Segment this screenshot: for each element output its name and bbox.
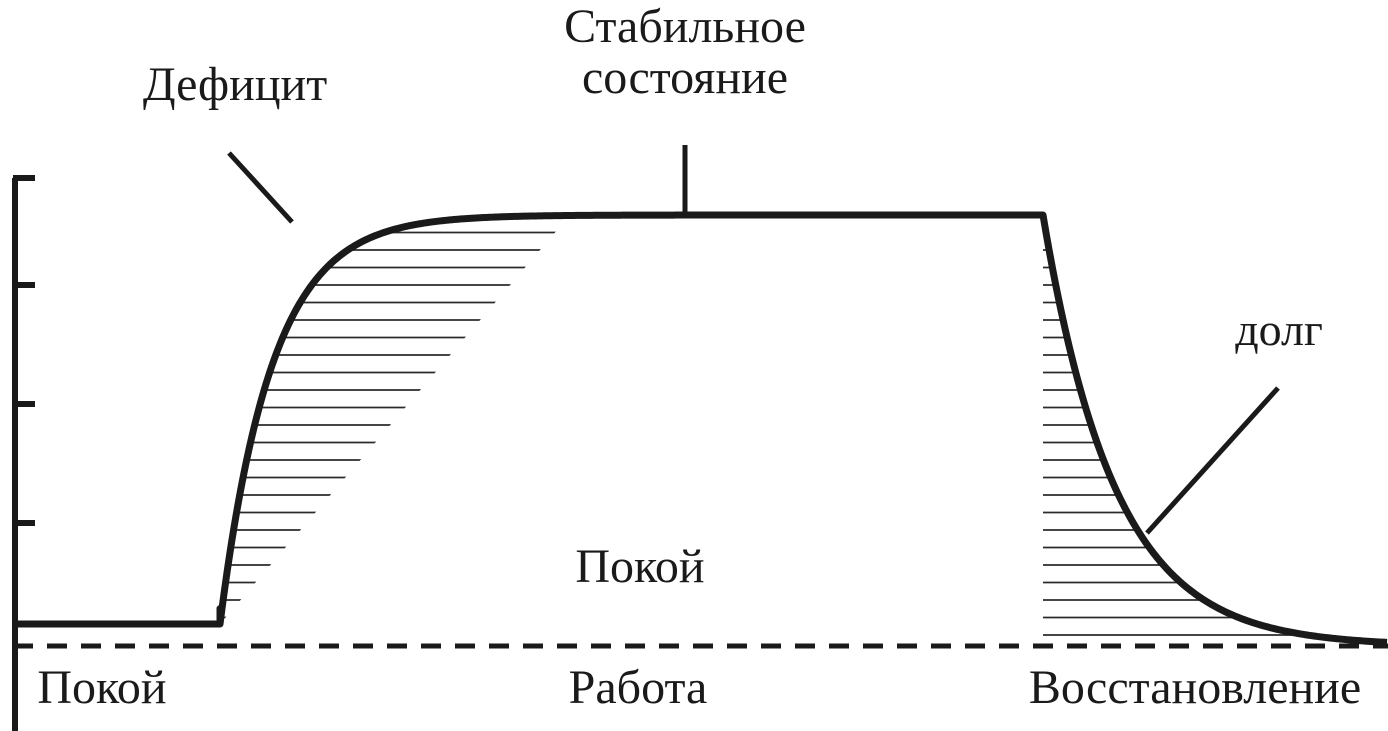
y-axis-ticks bbox=[13, 175, 35, 526]
deficit-label: Дефицит bbox=[142, 58, 328, 111]
phase-label-work: Работа bbox=[568, 661, 708, 714]
debt-leader-line bbox=[1145, 386, 1280, 535]
oxygen-consumption-curve bbox=[13, 211, 1388, 646]
deficit-leader-line bbox=[227, 151, 294, 224]
phase-label-rest: Покой bbox=[37, 661, 167, 714]
steady-state-label: Стабильное состояние bbox=[564, 0, 806, 104]
debt-label: долг bbox=[1235, 304, 1323, 355]
rest-level-label: Покой bbox=[575, 540, 705, 593]
phase-label-recovery: Восстановление bbox=[1028, 661, 1362, 714]
